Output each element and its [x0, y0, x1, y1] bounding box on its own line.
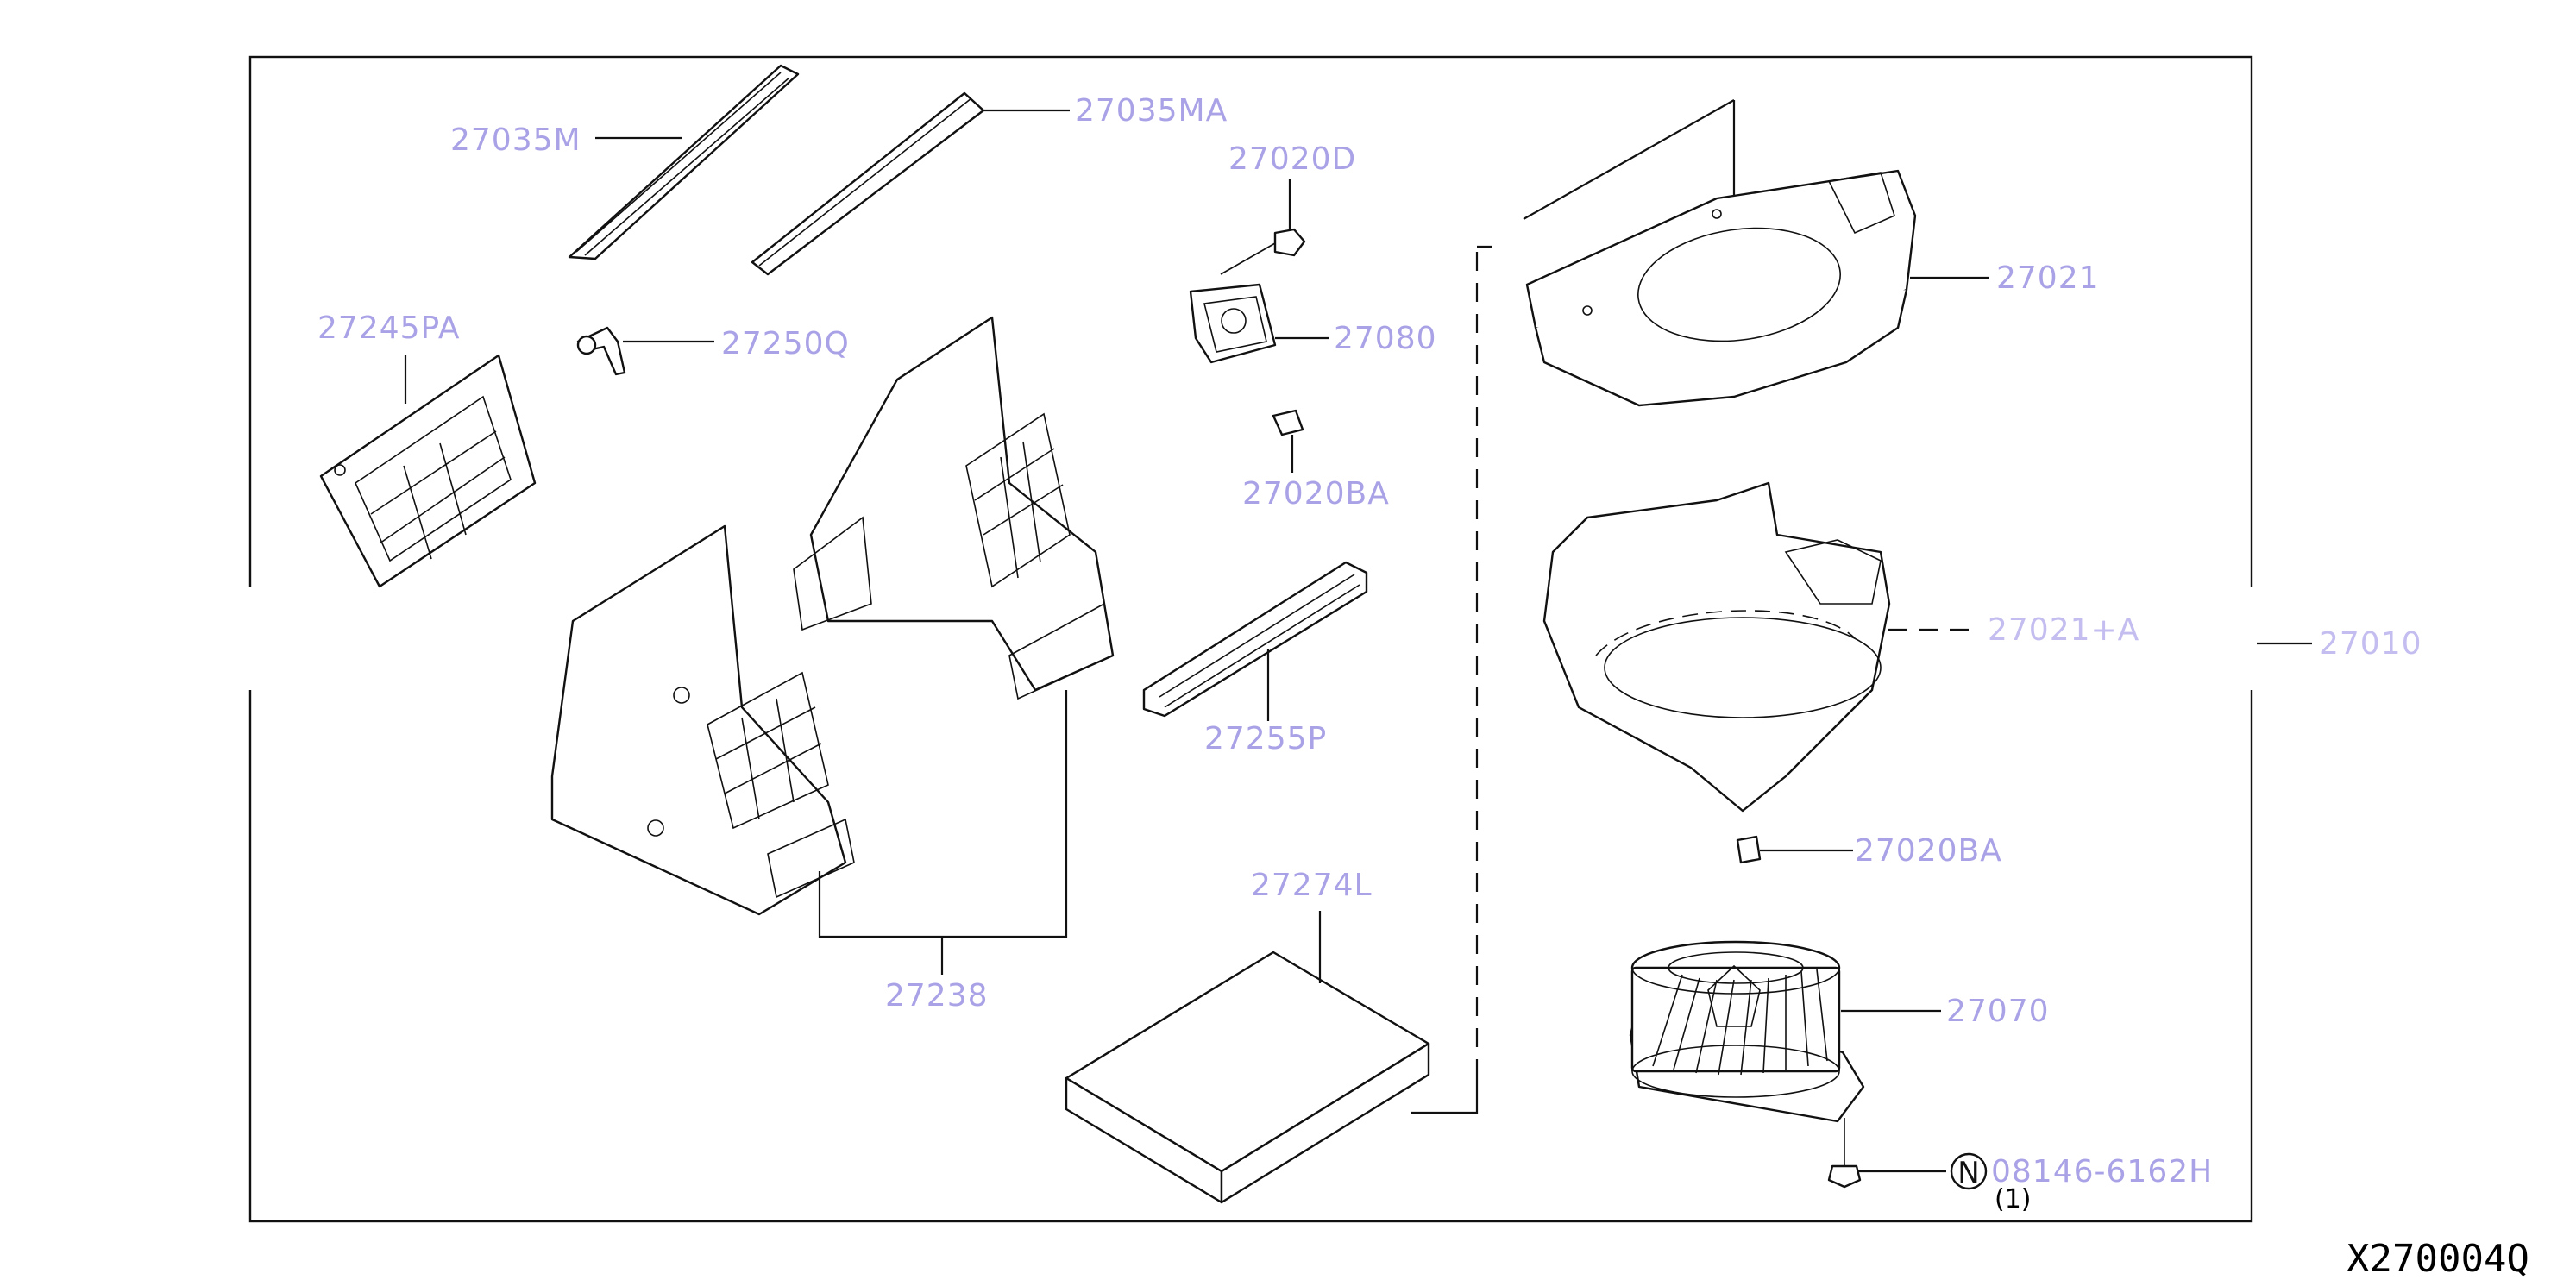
housing-27238-upper	[793, 316, 1115, 700]
label-27021a: 27021+A	[1988, 612, 2139, 648]
screw-27020d	[1220, 228, 1306, 275]
cabin-filter-27274l	[1065, 951, 1430, 1204]
new-part-marker-letter: N	[1957, 1156, 1979, 1190]
blower-case-lower-27021a	[1542, 481, 1891, 813]
label-27035ma: 27035MA	[1075, 93, 1228, 129]
new-part-marker	[1950, 1152, 1988, 1190]
label-27020ba-bottom: 27020BA	[1855, 833, 2002, 869]
actuator-27080	[1189, 283, 1277, 364]
housing-27238-lower	[550, 524, 855, 916]
label-08146-6162h: 08146-6162H	[1991, 1154, 2213, 1189]
label-27021: 27021	[1996, 260, 2100, 296]
clip-27250q	[576, 326, 626, 376]
label-27035m: 27035M	[450, 122, 581, 158]
label-27255p: 27255P	[1204, 721, 1327, 756]
label-27245pa: 27245PA	[317, 311, 461, 346]
label-27070: 27070	[1946, 994, 2050, 1029]
bracket-27255p	[1142, 561, 1368, 718]
label-27020d: 27020D	[1228, 141, 1356, 177]
blower-motor-27070	[1629, 940, 1865, 1123]
filter-strip-27035m	[568, 64, 800, 260]
quantity-note: (1)	[1995, 1184, 2032, 1214]
label-27080: 27080	[1334, 321, 1437, 356]
label-27010: 27010	[2319, 626, 2422, 662]
blower-case-upper-27021	[1525, 169, 1917, 407]
grille-27245pa	[319, 354, 537, 588]
label-27238: 27238	[885, 978, 989, 1013]
screw-08146-6162h	[1827, 1118, 1862, 1189]
clip-27020ba-top	[1272, 409, 1304, 436]
label-27020ba-top: 27020BA	[1242, 476, 1390, 511]
filter-strip-27035ma	[751, 91, 985, 276]
label-27274l: 27274L	[1251, 868, 1373, 903]
label-27250q: 27250Q	[721, 326, 850, 361]
clip-27020ba-bottom	[1736, 835, 1762, 864]
diagram-id: X270004Q	[2347, 1237, 2529, 1280]
